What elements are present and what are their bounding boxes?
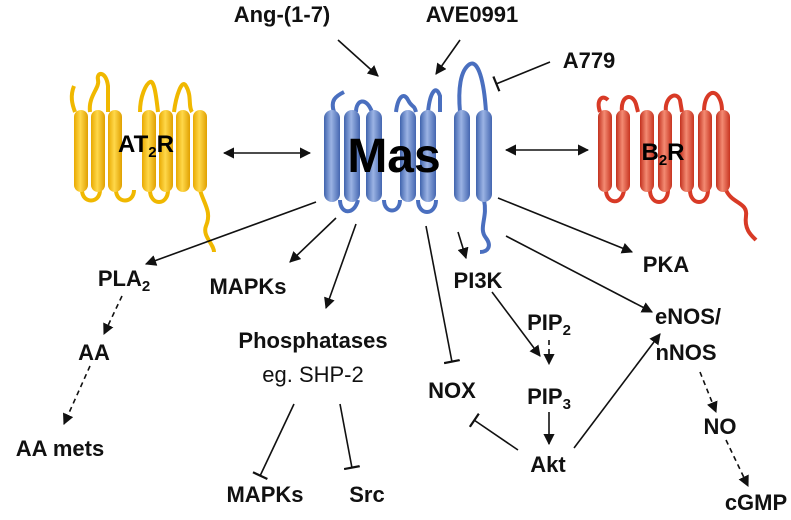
- edge-ave-to-mas: [435, 39, 461, 75]
- src-label: Src: [349, 482, 384, 507]
- edge-shp2-inhibits-mapks: [252, 403, 295, 481]
- pka-label: PKA: [643, 252, 690, 277]
- edge-enos-to-no: [699, 371, 718, 414]
- a779-label: A779: [563, 48, 616, 73]
- cgmp-label: cGMP: [725, 490, 787, 515]
- edge-pla2-to-aa: [103, 295, 123, 336]
- b2r-label: B2R: [641, 139, 684, 169]
- ang-1-7-label: Ang-(1-7): [234, 2, 331, 27]
- edge-shp2-inhibits-src: [339, 403, 360, 471]
- nnos-label: nNOS: [655, 340, 716, 365]
- pip2-label: PIP2: [527, 310, 571, 339]
- mapks-bottom-label: MAPKs: [226, 482, 303, 507]
- ave0991-label: AVE0991: [426, 2, 519, 27]
- nox-label: NOX: [428, 378, 476, 403]
- edge-mas-to-phosphatases: [324, 223, 357, 310]
- at2r-receptor-icon: [69, 72, 216, 253]
- edge-akt-to-enos: [573, 333, 661, 449]
- edge-mas-to-pi3k: [457, 231, 469, 260]
- edge-mas-to-enos: [505, 235, 653, 313]
- phosphatases-label: Phosphatases: [238, 328, 387, 353]
- edge-mas-to-pka: [497, 197, 634, 254]
- edge-mas-to-pla2: [144, 201, 317, 266]
- at2r-label: AT2R: [118, 131, 174, 161]
- no-label: NO: [704, 414, 737, 439]
- shp2-label: eg. SHP-2: [262, 362, 364, 387]
- mas-receptor-icon: [324, 61, 492, 254]
- edge-aa-to-aa-mets: [63, 365, 91, 426]
- aa-mets-label: AA mets: [16, 436, 104, 461]
- pla2-label: PLA2: [98, 266, 150, 295]
- edge-a779-inhibits-mas: [492, 61, 551, 92]
- edge-mas-to-mapks: [289, 217, 337, 263]
- edge-ang-to-mas: [337, 39, 379, 77]
- b2r-receptor-icon: [596, 90, 758, 242]
- pip3-label: PIP3: [527, 384, 571, 413]
- edge-pi3k-to-pip3: [491, 291, 541, 357]
- mas-label: Mas: [347, 130, 440, 183]
- edge-akt-inhibits-nox: [468, 412, 519, 451]
- akt-label: Akt: [530, 452, 566, 477]
- enos-label: eNOS/: [655, 304, 721, 329]
- aa-label: AA: [78, 340, 110, 365]
- edge-mas-inhibits-nox: [425, 225, 460, 365]
- edge-no-to-cgmp: [725, 439, 749, 488]
- pi3k-label: PI3K: [454, 268, 503, 293]
- mapks-top-label: MAPKs: [209, 274, 286, 299]
